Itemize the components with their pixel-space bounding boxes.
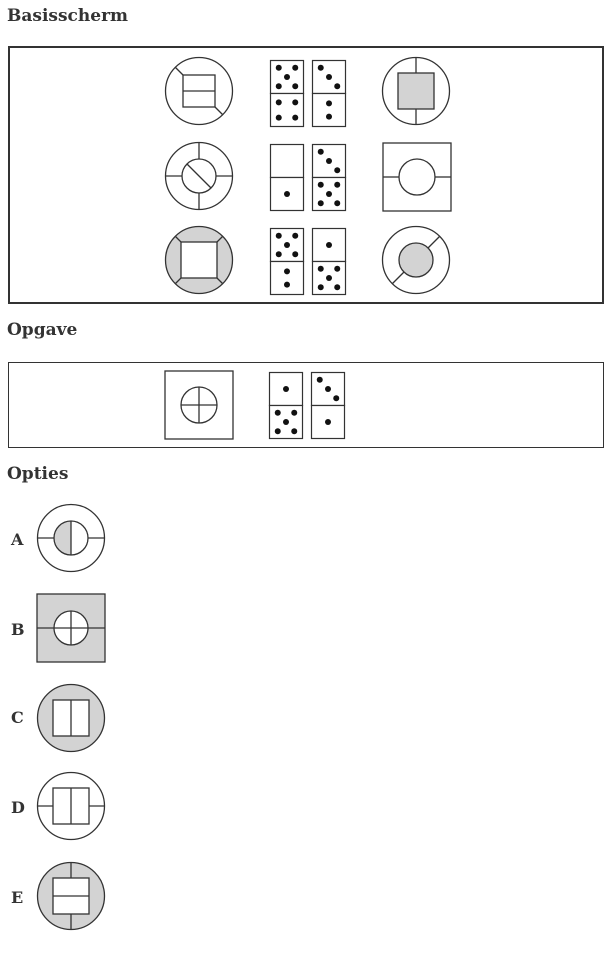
domino-pip bbox=[317, 181, 324, 188]
domino-pip bbox=[292, 114, 299, 121]
task-title: Opgave bbox=[7, 320, 78, 340]
domino-half bbox=[269, 260, 305, 296]
domino-pip bbox=[326, 158, 332, 164]
ring-with-gray-circle-icon bbox=[381, 225, 451, 295]
domino-pip bbox=[326, 113, 332, 120]
gray-ring-with-square-icon bbox=[164, 225, 234, 295]
domino-pip bbox=[326, 275, 332, 281]
gray-circle-with-split-rectangle-icon bbox=[36, 683, 106, 753]
domino-pip bbox=[334, 83, 341, 90]
gray-circle-with-split-rectangle-and-axis-icon bbox=[36, 861, 106, 931]
domino-pip bbox=[284, 281, 290, 288]
ring-with-slashed-circle-icon bbox=[164, 141, 234, 211]
domino-pip bbox=[284, 242, 290, 248]
domino-pip bbox=[334, 181, 341, 188]
domino-pip bbox=[275, 83, 282, 90]
domino-pip bbox=[283, 386, 289, 392]
domino-pip bbox=[325, 419, 331, 425]
circle-ring-with-gray-half-inner-circle-icon bbox=[36, 503, 106, 573]
domino-pip bbox=[317, 284, 324, 291]
square-with-circle-cross-icon bbox=[164, 370, 234, 440]
domino-pip bbox=[275, 99, 282, 106]
domino-pip bbox=[284, 268, 290, 275]
domino-pip bbox=[334, 167, 341, 174]
square-with-circle-icon bbox=[382, 142, 452, 212]
option-label: B bbox=[11, 620, 25, 639]
domino-pip bbox=[275, 232, 282, 239]
domino-pip bbox=[333, 395, 340, 402]
domino-pip bbox=[292, 99, 299, 106]
domino-pip bbox=[317, 148, 324, 155]
domino-pip bbox=[284, 191, 290, 197]
option-label: C bbox=[11, 708, 24, 727]
dice-pair bbox=[269, 227, 347, 296]
option-label: E bbox=[11, 888, 24, 907]
domino-half bbox=[311, 92, 347, 128]
circle-with-rectangle-icon bbox=[164, 56, 234, 126]
domino-pip bbox=[334, 284, 341, 291]
options-title: Opties bbox=[7, 464, 69, 484]
option-c[interactable]: C bbox=[0, 680, 200, 760]
domino-pip bbox=[292, 232, 299, 239]
gray-square-with-circle-cross-icon bbox=[36, 593, 106, 663]
domino-pip bbox=[291, 428, 298, 435]
option-d[interactable]: D bbox=[0, 768, 200, 848]
circle-with-split-rectangle-and-axis-icon bbox=[36, 771, 106, 841]
domino-pip bbox=[283, 419, 289, 425]
domino-pip bbox=[274, 428, 281, 435]
task-panel bbox=[8, 362, 604, 448]
option-a[interactable]: A bbox=[0, 500, 200, 580]
dice-pair bbox=[268, 371, 346, 440]
domino-pip bbox=[326, 74, 332, 80]
domino-half bbox=[269, 143, 305, 179]
domino-pip bbox=[284, 74, 290, 80]
domino-pip bbox=[274, 409, 281, 416]
domino-pip bbox=[275, 114, 282, 121]
domino-pip bbox=[292, 83, 299, 90]
base-screen-panel bbox=[8, 46, 604, 304]
domino-pip bbox=[325, 386, 331, 392]
dice-pair bbox=[269, 143, 347, 212]
dice-pair bbox=[269, 59, 347, 128]
domino-pip bbox=[291, 409, 298, 416]
domino-pip bbox=[275, 251, 282, 258]
domino-half bbox=[268, 404, 304, 440]
option-label: A bbox=[11, 530, 24, 549]
domino-pip bbox=[334, 265, 341, 272]
domino-pip bbox=[326, 100, 332, 107]
domino-pip bbox=[334, 200, 341, 207]
domino-pip bbox=[275, 64, 282, 71]
domino-pip bbox=[317, 64, 324, 71]
domino-pip bbox=[326, 191, 332, 197]
domino-pip bbox=[326, 242, 332, 248]
domino-pip bbox=[317, 265, 324, 272]
option-e[interactable]: E bbox=[0, 858, 200, 938]
domino-pip bbox=[292, 64, 299, 71]
base-screen-title: Basisscherm bbox=[7, 6, 129, 26]
option-b[interactable]: B bbox=[0, 590, 200, 670]
domino-pip bbox=[317, 200, 324, 207]
domino-pip bbox=[316, 376, 323, 383]
circle-with-gray-square-icon bbox=[381, 56, 451, 126]
domino-half bbox=[269, 92, 305, 128]
domino-pip bbox=[292, 251, 299, 258]
option-label: D bbox=[11, 798, 25, 817]
